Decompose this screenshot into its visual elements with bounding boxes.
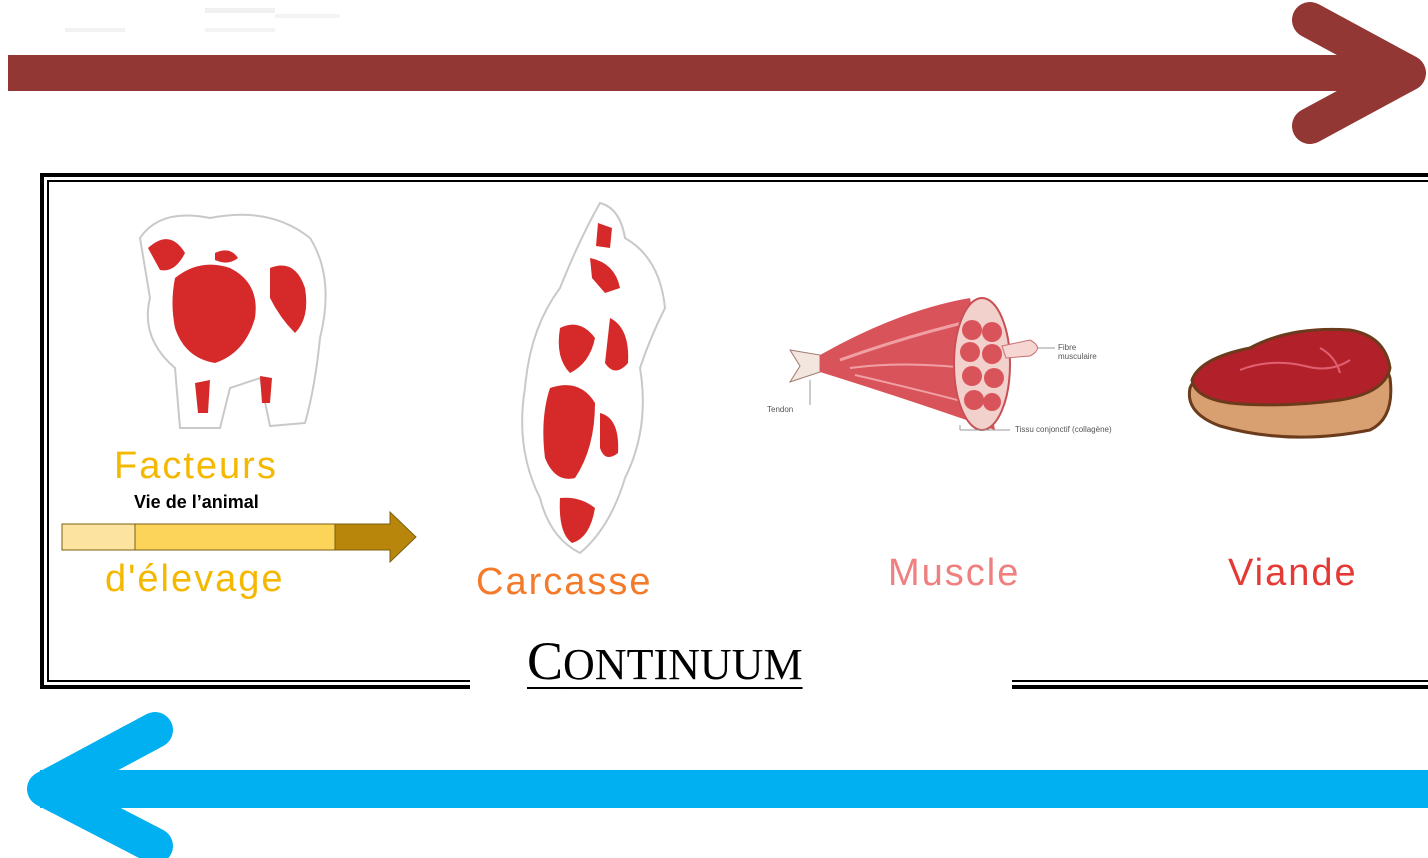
- timeline-arrow: [60, 510, 420, 562]
- facteurs-label: Facteurs: [114, 445, 278, 488]
- muscle-label: Muscle: [888, 552, 1020, 595]
- timeline-label: Vie de l’animal: [134, 492, 259, 513]
- viande-label: Viande: [1228, 552, 1358, 595]
- bottom-arrow-left: [0, 700, 1428, 858]
- fibre-label-line2: musculaire: [1058, 352, 1097, 361]
- carcass-image: [500, 198, 690, 558]
- cow-image: [120, 198, 340, 438]
- tendon-label: Tendon: [767, 405, 793, 414]
- elevage-label: d'élevage: [105, 558, 285, 601]
- title-rest: ONTINUUM: [563, 640, 803, 689]
- fibre-label-line1: Fibre: [1058, 343, 1076, 352]
- title-initial: C: [527, 631, 563, 691]
- carcasse-label: Carcasse: [476, 561, 653, 604]
- tissu-label: Tissu conjonctif (collagène): [1015, 425, 1112, 434]
- continuum-title: CONTINUUM: [527, 630, 803, 692]
- steak-image: [1180, 318, 1400, 448]
